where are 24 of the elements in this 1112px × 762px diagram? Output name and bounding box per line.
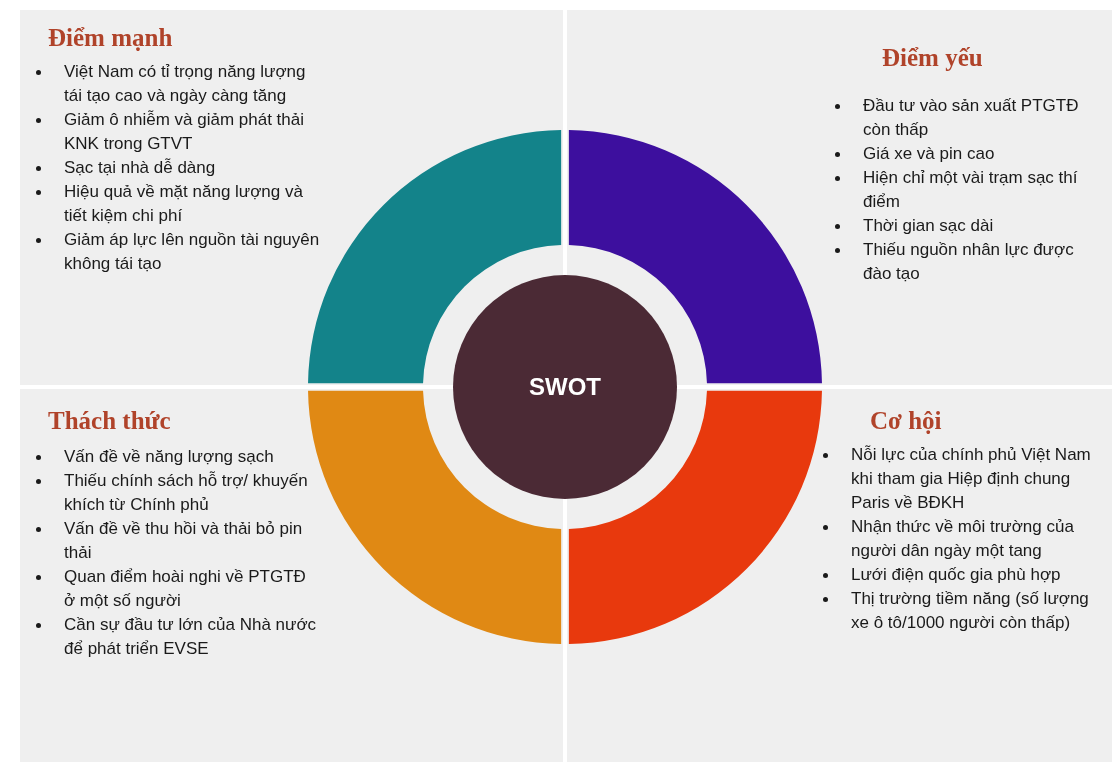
bullet-text: Đầu tư vào sản xuất PTGTĐ còn thấp xyxy=(863,96,1079,139)
bullet-text: Thời gian sạc dài xyxy=(863,216,994,235)
bullet-text: Việt Nam có tỉ trọng năng lượng tái tạo cao và ngày càng tăng xyxy=(64,62,306,105)
bullet-text: Vấn đề về năng lượng sạch xyxy=(64,447,274,466)
bullet-text: Nỗi lực của chính phủ Việt Nam khi tham gia Hiệp định chung Paris về BĐKH xyxy=(851,445,1091,512)
bullet-text: Lưới điện quốc gia phù hợp xyxy=(851,565,1061,584)
quadrant-heading: Thách thức xyxy=(48,407,171,435)
bullet-text: Cần sự đầu tư lớn của Nhà nước để phát triển EVSE xyxy=(64,615,317,658)
bullet-text: Hiệu quả về mặt năng lượng và tiết kiệm chi phí xyxy=(64,182,303,225)
bullet-text: Thị trường tiềm năng (số lượng xe ô tô/1000 người còn thấp) xyxy=(851,589,1089,632)
bullet-text: Hiện chỉ một vài trạm sạc thí điểm xyxy=(863,168,1078,211)
quadrant-heading: Điểm yếu xyxy=(882,44,983,72)
center-label: SWOT xyxy=(529,373,601,401)
bullet-text: Giảm áp lực lên nguồn tài nguyên không tái tạo xyxy=(64,230,320,273)
bullet-text: Thiếu nguồn nhân lực được đào tạo xyxy=(863,240,1074,283)
bullet-text: Giảm ô nhiễm và giảm phát thải KNK trong GTVT xyxy=(64,110,304,153)
bullet-text: Vấn đề về thu hồi và thải bỏ pin thải xyxy=(64,519,303,562)
quadrant-heading: Cơ hội xyxy=(870,407,942,435)
quadrant-heading: Điểm mạnh xyxy=(48,24,173,52)
bullet-text: Quan điểm hoài nghi về PTGTĐ ở một số người xyxy=(64,567,306,610)
bullet-text: Giá xe và pin cao xyxy=(863,144,995,163)
bullet-text: Thiếu chính sách hỗ trợ/ khuyến khích từ Chính phủ xyxy=(64,471,308,514)
bullet-text: Nhận thức về môi trường của người dân ngày một tang xyxy=(851,517,1074,560)
bullet-text: Sạc tại nhà dễ dàng xyxy=(64,158,216,177)
